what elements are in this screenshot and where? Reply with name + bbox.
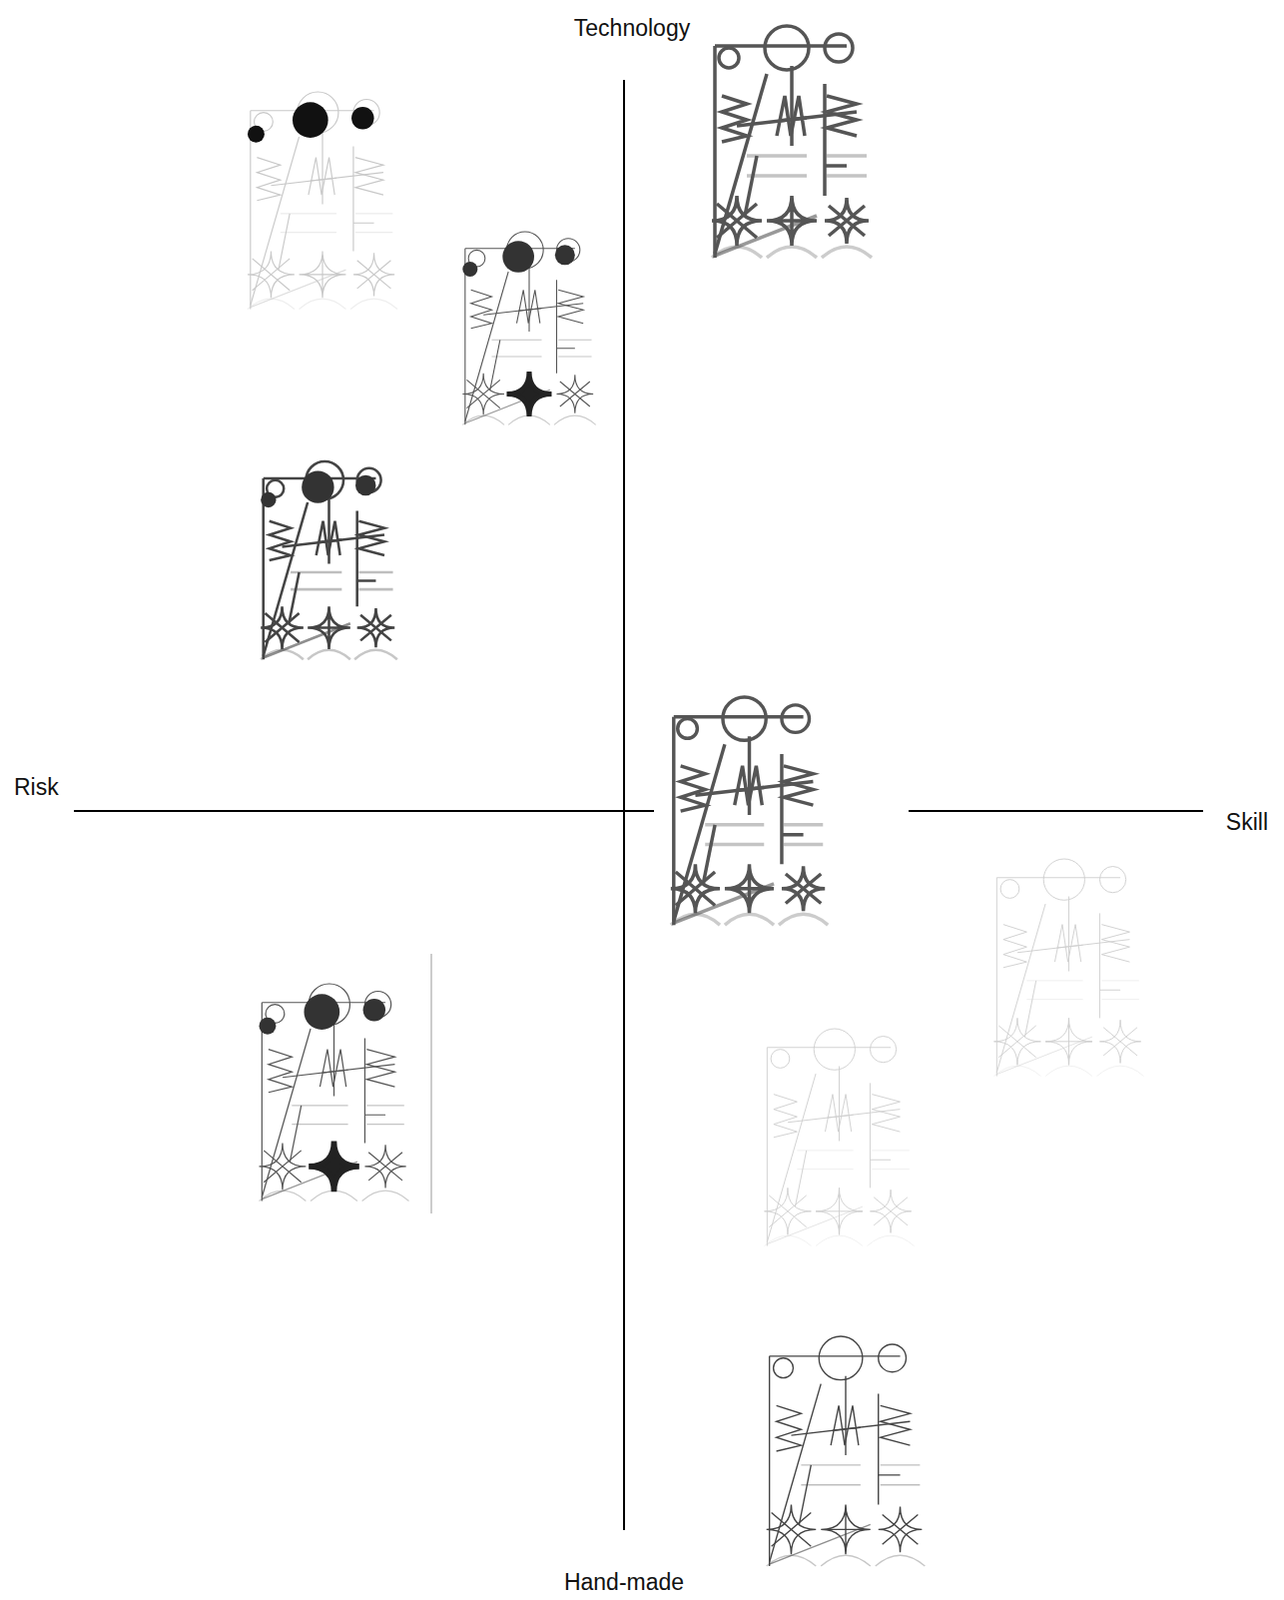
axis-label: Risk xyxy=(11,773,61,801)
sketch-thumbnail xyxy=(462,231,596,425)
sketch-thumbnail xyxy=(653,688,844,934)
axis-label: Technology xyxy=(572,14,692,42)
sketch-thumbnail xyxy=(994,858,1145,1077)
sketch-thumbnail xyxy=(247,91,398,310)
sketch-thumbnail xyxy=(711,25,872,258)
sketch-thumbnail xyxy=(259,953,433,1214)
axis-label: Hand-made xyxy=(562,1568,686,1596)
axis-lines xyxy=(73,79,1204,1530)
sketch-thumbnail xyxy=(260,461,398,659)
sketch-thumbnail xyxy=(753,1327,934,1578)
axis-label: Skill xyxy=(1224,808,1271,836)
sketch-thumbnail xyxy=(764,1028,915,1247)
